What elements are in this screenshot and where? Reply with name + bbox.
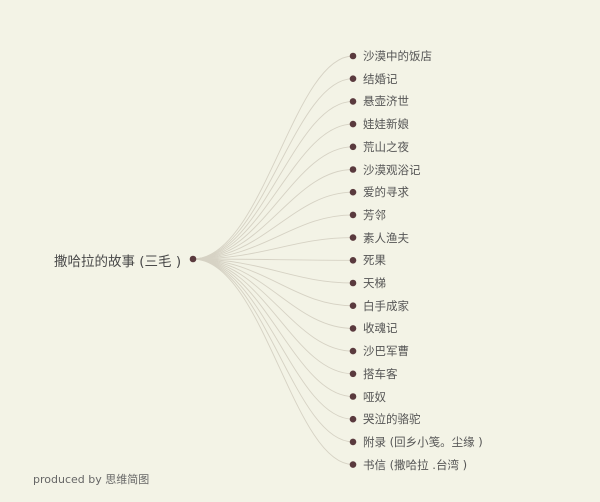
branch-node-dot bbox=[349, 166, 357, 173]
branch-node-label[interactable]: 书信 (撒哈拉 .台湾 ) bbox=[363, 457, 468, 472]
branch-node-label[interactable]: 结婚记 bbox=[363, 71, 398, 86]
connector-line bbox=[192, 100, 354, 260]
branch-node-dot bbox=[349, 188, 357, 196]
branch-node-label[interactable]: 沙漠中的饭店 bbox=[363, 49, 432, 63]
branch-node-label[interactable]: 白手成家 bbox=[363, 298, 409, 313]
node-dots bbox=[189, 52, 357, 468]
connector-line bbox=[192, 258, 354, 397]
branch-node-dot bbox=[349, 75, 357, 82]
branch-node-label[interactable]: 死果 bbox=[363, 253, 386, 268]
branch-node-label[interactable]: 悬壶济世 bbox=[363, 94, 409, 109]
branch-node-dot bbox=[349, 393, 357, 400]
branch-node-dot bbox=[349, 438, 357, 446]
root-node-label[interactable]: 撒哈拉的故事 (三毛 ) bbox=[54, 254, 182, 270]
root-node-dot bbox=[189, 255, 197, 263]
branch-node-dot bbox=[349, 143, 357, 151]
branch-node-dot bbox=[349, 279, 357, 287]
branch-node-dot bbox=[349, 211, 357, 219]
branch-node-dot bbox=[349, 257, 357, 264]
connector-line bbox=[192, 258, 354, 329]
connector-line bbox=[192, 78, 354, 260]
branch-node-dot bbox=[349, 325, 357, 332]
branch-node-dot bbox=[349, 415, 357, 423]
branch-node-dot bbox=[349, 98, 357, 105]
connector-line bbox=[192, 123, 354, 260]
branch-node-label[interactable]: 哑奴 bbox=[363, 389, 386, 404]
connector-line bbox=[192, 214, 354, 260]
footer-credit: produced by 思维简图 bbox=[33, 473, 150, 486]
connector-line bbox=[192, 258, 354, 466]
connector-lines bbox=[192, 55, 354, 466]
connector-line bbox=[192, 258, 354, 375]
branch-node-label[interactable]: 附录 (回乡小笺。尘缘 ) bbox=[363, 434, 483, 449]
branch-node-label[interactable]: 素人渔夫 bbox=[363, 230, 409, 245]
branch-node-dot bbox=[349, 302, 357, 310]
branch-node-dot bbox=[349, 370, 357, 378]
branch-node-label[interactable]: 收魂记 bbox=[363, 321, 398, 336]
branch-node-label[interactable]: 娃娃新娘 bbox=[363, 117, 409, 132]
connector-line bbox=[192, 258, 354, 443]
branch-node-label[interactable]: 搭车客 bbox=[363, 366, 398, 381]
branch-node-label[interactable]: 沙漠观浴记 bbox=[363, 162, 421, 177]
branch-node-dot bbox=[349, 52, 357, 60]
connector-line bbox=[192, 258, 354, 307]
connector-line bbox=[192, 258, 354, 420]
branch-node-label[interactable]: 芳邻 bbox=[363, 207, 386, 222]
branch-node-label[interactable]: 荒山之夜 bbox=[363, 139, 409, 154]
branch-node-label[interactable]: 爱的寻求 bbox=[363, 185, 409, 200]
connector-line bbox=[192, 237, 354, 260]
branch-node-label[interactable]: 天梯 bbox=[363, 276, 386, 290]
connector-line bbox=[192, 258, 354, 261]
connector-line bbox=[192, 169, 354, 260]
connector-line bbox=[192, 55, 354, 260]
branch-node-dot bbox=[349, 120, 357, 128]
branch-node-label[interactable]: 哭泣的骆驼 bbox=[363, 412, 421, 427]
connector-line bbox=[192, 258, 354, 352]
branch-node-dot bbox=[349, 461, 357, 468]
connector-line bbox=[192, 146, 354, 260]
branch-node-dot bbox=[349, 234, 357, 241]
connector-line bbox=[192, 191, 354, 260]
branch-node-label[interactable]: 沙巴军曹 bbox=[363, 344, 409, 359]
connector-line bbox=[192, 258, 354, 284]
branch-node-dot bbox=[349, 347, 357, 355]
